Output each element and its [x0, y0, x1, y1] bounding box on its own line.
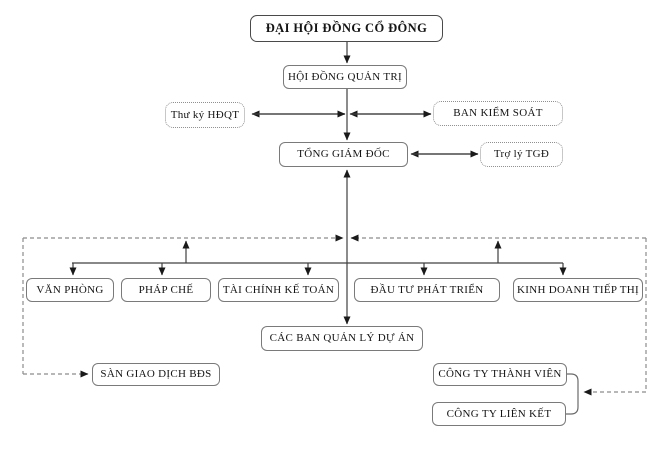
node-office: VĂN PHÒNG: [26, 278, 114, 302]
node-business-marketing: KINH DOANH TIẾP THỊ: [513, 278, 643, 302]
node-legal: PHÁP CHẾ: [121, 278, 211, 302]
node-real-estate-exchange: SÀN GIAO DỊCH BĐS: [92, 363, 220, 386]
node-investment-development: ĐẦU TƯ PHÁT TRIỂN: [354, 278, 500, 302]
node-board-of-directors: HỘI ĐỒNG QUẢN TRỊ: [283, 65, 407, 89]
node-finance-accounting: TÀI CHÍNH KẾ TOÁN: [218, 278, 339, 302]
node-member-companies: CÔNG TY THÀNH VIÊN: [433, 363, 567, 386]
node-general-director: TỔNG GIÁM ĐỐC: [279, 142, 408, 167]
node-shareholders-meeting: ĐẠI HỘI ĐỒNG CỔ ĐÔNG: [250, 15, 443, 42]
node-gd-assistant: Trợ lý TGĐ: [480, 142, 563, 167]
node-associated-companies: CÔNG TY LIÊN KẾT: [432, 402, 566, 426]
node-supervisory-board: BAN KIỂM SOÁT: [433, 101, 563, 126]
node-board-secretary: Thư ký HĐQT: [165, 102, 245, 128]
node-project-management-boards: CÁC BAN QUẢN LÝ DỰ ÁN: [261, 326, 423, 351]
